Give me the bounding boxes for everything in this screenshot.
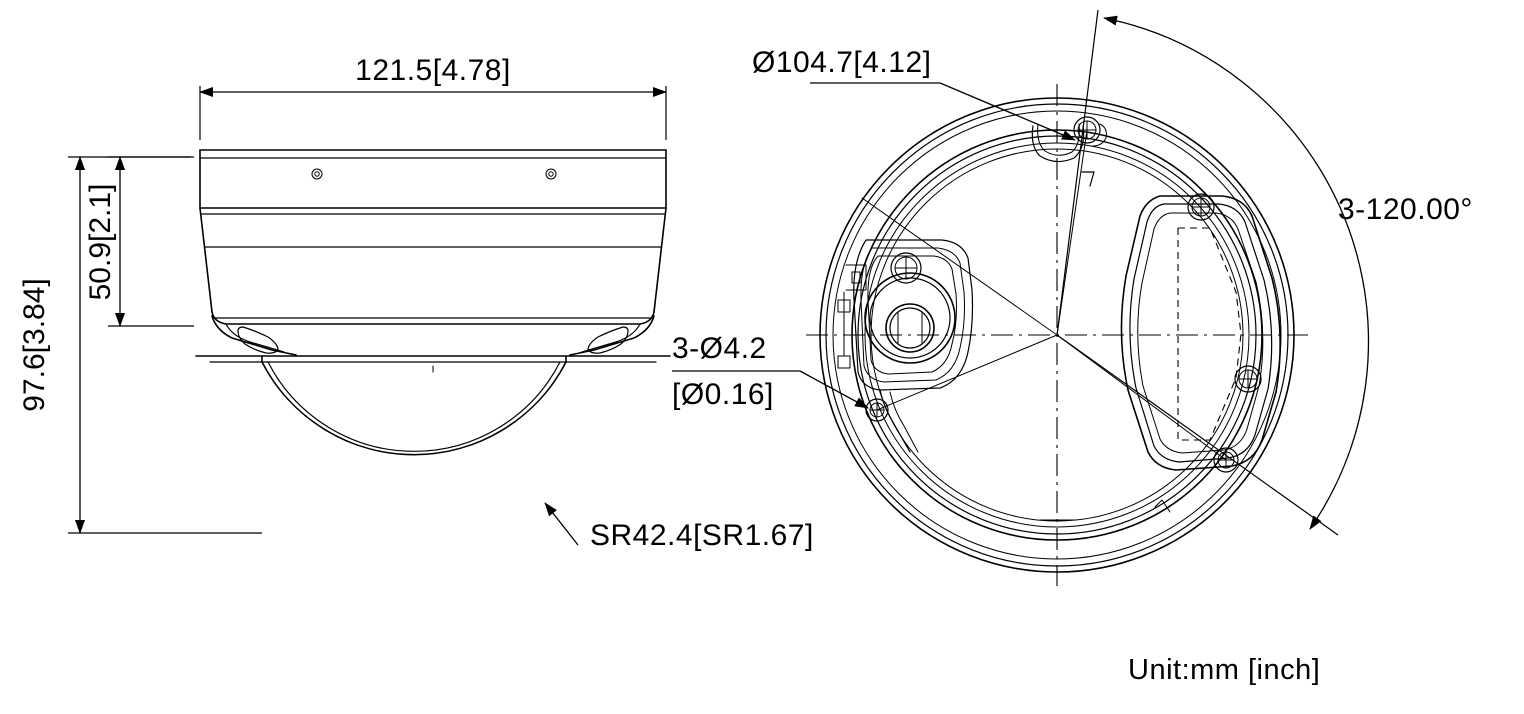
dimension-width-label: 121.5[4.78] [355, 54, 511, 87]
unit-note-label: Unit:mm [inch] [1128, 654, 1320, 686]
dimension-outer-diameter-label: Ø104.7[4.12] [752, 46, 931, 79]
lens-module-assembly [837, 239, 974, 453]
dimension-mounting-holes-label-1: 3-Ø4.2 [672, 332, 767, 365]
mounting-hole-top [1031, 116, 1107, 163]
dimension-mounting-holes-label-2: [Ø0.16] [672, 378, 774, 411]
camera-bottom-flange-left [211, 315, 297, 356]
camera-mid-band [199, 168, 667, 215]
dimension-hole-angle: 3-120.00° [861, 9, 1473, 536]
top-plan-view: Ø104.7[4.12] 3-Ø4.2 [Ø0.16] 3-120.00° [672, 9, 1473, 586]
camera-bottom-flange-right [569, 315, 655, 356]
camera-dome-bubble [261, 355, 567, 456]
dimension-total-height-label: 97.6[3.84] [18, 278, 51, 411]
dimension-outer-diameter: Ø104.7[4.12] [752, 46, 1076, 141]
camera-housing-body [199, 207, 667, 325]
dimension-mounting-holes: 3-Ø4.2 [Ø0.16] [672, 332, 869, 411]
dimension-width: 121.5[4.78] [199, 54, 667, 140]
dimension-body-height-label: 50.9[2.1] [84, 184, 117, 301]
dimension-dome-radius: SR42.4[SR1.67] [544, 502, 814, 552]
camera-top-rim [199, 149, 667, 209]
dimension-dome-radius-label: SR42.4[SR1.67] [590, 519, 814, 552]
dimension-body-height: 50.9[2.1] [84, 156, 194, 327]
camera-base-plate [195, 355, 671, 363]
unit-note: Unit:mm [inch] [1128, 654, 1320, 686]
orientation-tick-mark [1081, 171, 1095, 187]
dimension-total-height: 97.6[3.84] [18, 156, 262, 534]
dimension-hole-angle-label: 3-120.00° [1338, 193, 1473, 226]
front-elevation-view: 121.5[4.78] 50.9[2.1] 97.6[3.84] SR42.4[… [18, 54, 814, 552]
